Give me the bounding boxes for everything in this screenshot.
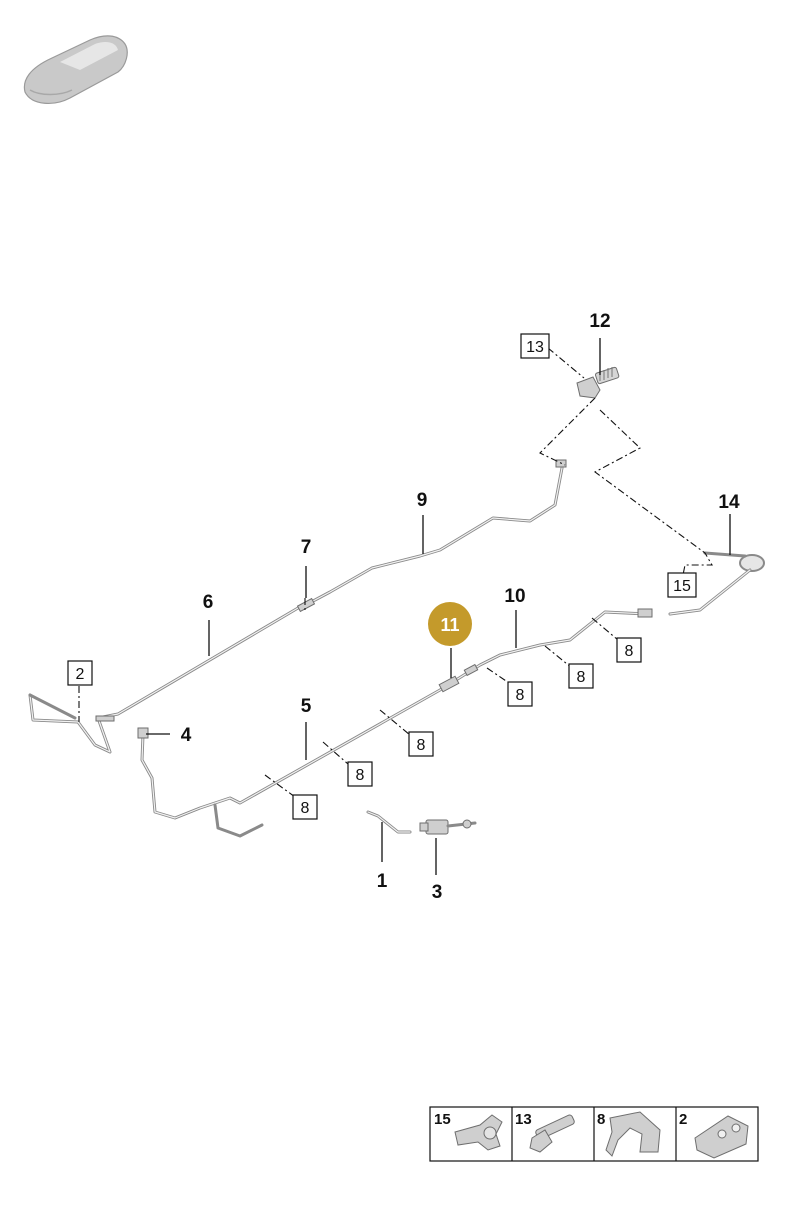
boxed-label-8-e-text: 8 [577,669,586,686]
boxed-label-13[interactable]: 13 [520,333,550,359]
label-10[interactable]: 10 [504,586,525,607]
legend-cell-8[interactable]: 8 [597,1111,661,1157]
boxed-label-8-a[interactable]: 8 [292,794,318,820]
clip-2-icon [694,1115,749,1159]
label-1[interactable]: 1 [377,871,388,892]
leader-8a [264,774,296,798]
label-3[interactable]: 3 [432,882,443,903]
boxed-label-8-a-text: 8 [301,800,310,817]
boxed-label-8-b[interactable]: 8 [347,761,373,787]
clip-15-icon [454,1114,503,1151]
leader-12-to-14 [539,397,713,576]
legend-cell-13[interactable]: 13 [515,1111,575,1153]
boxed-label-15-text: 15 [673,578,691,595]
leader-8f [591,617,619,641]
legend-label-2: 2 [679,1111,687,1128]
legend-label-13: 13 [515,1111,532,1128]
brake-line-upper [28,459,567,754]
label-9[interactable]: 9 [417,490,428,511]
boxed-label-8-c-text: 8 [417,737,426,754]
label-7[interactable]: 7 [301,537,312,558]
part-1-line [366,810,412,834]
boxed-label-13-text: 13 [526,339,544,356]
label-5[interactable]: 5 [301,696,312,717]
boxed-label-8-d-text: 8 [516,687,525,704]
legend-label-15: 15 [434,1111,451,1128]
boxed-label-2-text: 2 [76,666,85,683]
label-14[interactable]: 14 [718,492,740,513]
boxed-label-8-f-text: 8 [625,643,634,660]
boxed-label-2[interactable]: 2 [67,660,93,686]
leader-8c [379,709,411,736]
brake-line-lower [137,608,653,838]
boxed-label-8-e[interactable]: 8 [568,663,594,689]
label-12[interactable]: 12 [589,311,610,332]
boxed-label-8-b-text: 8 [356,767,365,784]
boxed-label-8-c[interactable]: 8 [408,731,434,757]
part-12-bracket [576,366,620,399]
brake-line-right [668,551,765,616]
label-4[interactable]: 4 [181,725,192,746]
leader-8e [544,645,573,669]
car-thumbnail [23,35,128,104]
boxed-label-8-d[interactable]: 8 [507,681,533,707]
legend-label-8: 8 [597,1111,605,1128]
clip-8-icon [605,1111,661,1157]
label-6[interactable]: 6 [203,592,214,613]
callout-11-highlight[interactable]: 11 [428,602,472,646]
boxed-label-15[interactable]: 15 [667,572,697,598]
legend-strip: 15 13 8 2 [429,1106,759,1162]
boxed-label-8-f[interactable]: 8 [616,637,642,663]
bolt-13-icon [529,1114,575,1153]
legend-cell-15[interactable]: 15 [434,1111,503,1151]
label-11[interactable]: 11 [440,615,459,635]
leader-13 [547,347,585,379]
leader-8b [322,741,349,765]
legend-cell-2[interactable]: 2 [679,1111,749,1159]
part-3-connector [419,819,477,835]
